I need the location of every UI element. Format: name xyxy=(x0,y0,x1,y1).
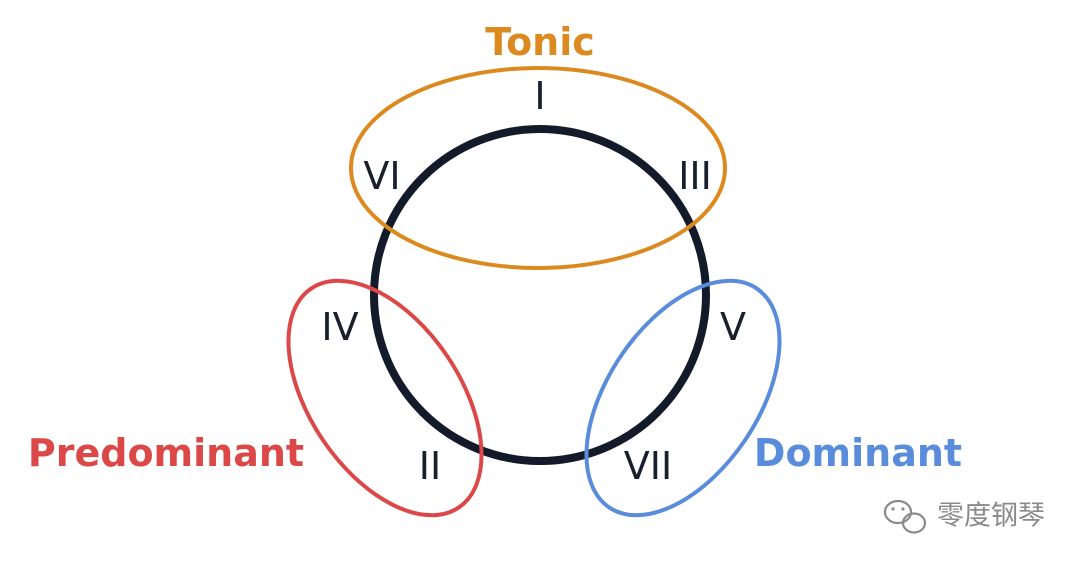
chord-circle xyxy=(370,125,710,465)
watermark-text: 零度钢琴 xyxy=(937,501,1045,532)
dominant-label: Dominant xyxy=(754,431,962,475)
numeral-II: II xyxy=(419,444,441,488)
numeral-III: III xyxy=(678,154,712,198)
watermark: 零度钢琴 xyxy=(883,499,1045,534)
predominant-group-ellipse xyxy=(286,278,484,518)
predominant-label: Predominant xyxy=(28,431,304,475)
numeral-IV: IV xyxy=(321,305,358,349)
numeral-VII: VII xyxy=(624,444,672,488)
numeral-V: V xyxy=(720,305,746,349)
wechat-icon xyxy=(883,499,927,534)
numeral-VI: VI xyxy=(363,154,400,198)
dominant-group-ellipse xyxy=(584,278,782,518)
numeral-I: I xyxy=(534,74,545,118)
tonic-group-ellipse xyxy=(349,66,727,270)
tonic-label: Tonic xyxy=(485,20,595,64)
